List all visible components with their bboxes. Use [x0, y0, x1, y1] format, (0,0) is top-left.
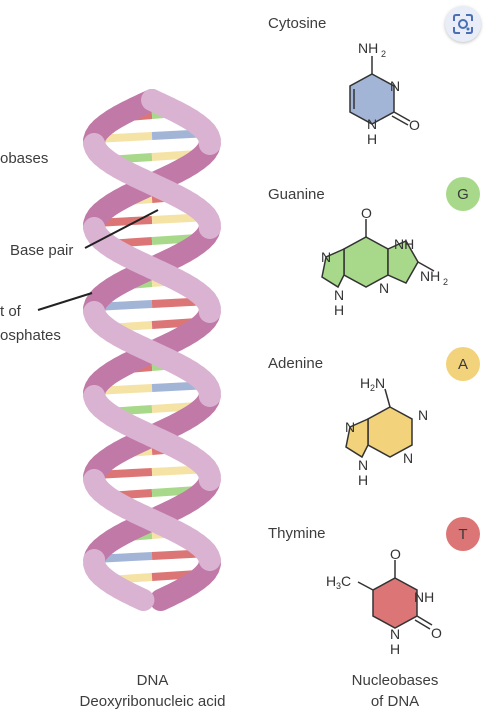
google-lens-icon [453, 14, 473, 34]
h-atom: H [367, 131, 377, 147]
oxygen-top-atom: O [390, 546, 401, 562]
base-pair-pointer [84, 209, 159, 249]
n-left-atom: N [345, 419, 355, 435]
oxygen-atom: O [361, 205, 372, 221]
amino-subscript: 2 [381, 49, 386, 59]
amino-subscript: 2 [370, 383, 375, 393]
oxygen-atom: O [431, 625, 442, 641]
n-right-atom: N [418, 407, 428, 423]
n-bottom-atom: N [390, 626, 400, 642]
ring-n-atom: N [390, 78, 400, 94]
adenine-label: Adenine [268, 355, 324, 372]
thymine-label: Thymine [268, 525, 326, 542]
nucleobases-label: obases [0, 150, 49, 167]
n-left-atom: N [321, 249, 331, 265]
amino-subscript: 2 [443, 277, 448, 287]
backbone-pointer [37, 292, 93, 311]
nh-bottom-atom: N [334, 287, 344, 303]
sugar-phosphate-strand-a [123, 585, 155, 611]
nucleobases-caption-line1: Nucleobases [351, 672, 439, 689]
h-atom: H [360, 375, 370, 391]
dna-helix [37, 89, 221, 611]
nh-atom: NH [394, 236, 414, 252]
nucleobases-caption: Nucleobases of DNA [330, 670, 460, 712]
cytosine-label: Cytosine [268, 15, 327, 32]
dna-caption: DNA Deoxyribonucleic acid [60, 670, 245, 712]
methyl-subscript: 3 [336, 581, 341, 591]
nh-bottom-atom: N [358, 457, 368, 473]
thymine-structure: O H 3 C NH N H O [326, 546, 442, 657]
google-lens-button[interactable] [445, 6, 481, 42]
sugar-phosphate-strand-b [149, 585, 181, 611]
h-atom: H [326, 573, 336, 589]
amino-atom: NH [420, 268, 440, 284]
amino-atom: NH [358, 40, 378, 56]
nh-atom: N [367, 116, 377, 132]
adenine-badge: A [446, 347, 480, 381]
dna-caption-title: DNA [136, 672, 169, 689]
nucleobases-caption-line2: of DNA [370, 693, 420, 710]
sugar-phosphate-strand-b [197, 545, 221, 571]
nh-atom: NH [414, 589, 434, 605]
methyl-c-atom: C [341, 573, 351, 589]
backbone-label-line2: osphates [0, 327, 61, 344]
backbone-label-line1: t of [0, 303, 21, 320]
h-atom: H [334, 302, 344, 318]
n-bottom-atom: N [379, 280, 389, 296]
base-pair-label: Base pair [10, 242, 74, 259]
dna-caption-subtitle: Deoxyribonucleic acid [79, 693, 226, 710]
guanine-structure: O NH NH 2 N N N H [321, 205, 448, 318]
cytosine-structure: NH 2 N N H O [349, 40, 420, 147]
adenine-structure: H 2 N N N N N H [345, 375, 428, 488]
oxygen-atom: O [409, 117, 420, 133]
n-bottom-atom: N [403, 450, 413, 466]
guanine-badge: G [446, 177, 480, 211]
thymine-badge: T [446, 517, 480, 551]
h-atom: H [390, 641, 400, 657]
amino-n-atom: N [375, 375, 385, 391]
h-atom: H [358, 472, 368, 488]
guanine-label: Guanine [268, 186, 325, 203]
